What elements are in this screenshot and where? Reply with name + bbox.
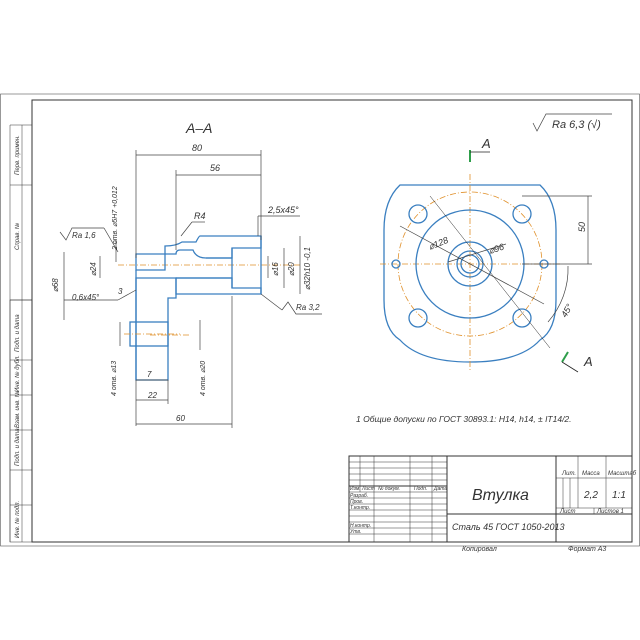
dim-16: ⌀16 [271, 262, 280, 276]
view-label-bottom: А [583, 354, 593, 369]
holes-bottom-20: 4 отв. ⌀20 [200, 361, 207, 396]
side-label-6: Подп. и дата [15, 428, 21, 466]
tolerance-note: 1 Общие допуски по ГОСТ 30893.1: Н14, h1… [356, 414, 572, 424]
side-label-4: Инв. № дубл. [14, 355, 21, 392]
section-view: 80 56 R4 2,5х45° Ra 1,6 ⌀68 ⌀24 2 отв. ⌀… [51, 143, 322, 428]
tb-role-6: Утв. [350, 529, 361, 535]
tb-scale-value: 1:1 [612, 490, 626, 501]
tb-mass-value: 2,2 [583, 490, 598, 501]
dim-68: ⌀68 [51, 278, 60, 292]
roughness-1-6: Ra 1,6 [72, 231, 96, 240]
front-view: ⌀128 ⌀96 50 45° А А [380, 136, 593, 373]
part-material: Сталь 45 ГОСТ 1050-2013 [452, 522, 564, 532]
side-strip [9, 299, 33, 543]
dim-56: 56 [210, 163, 220, 173]
section-title: А–А [185, 120, 212, 136]
tb-lit: Лит. [561, 471, 576, 477]
holes-top-note: 2 отв. ⌀5Н7 +0,012 [112, 186, 119, 251]
dim-chamfer-top: 2,5х45° [267, 205, 299, 215]
dim-7: 7 [147, 370, 152, 379]
dim-50: 50 [577, 222, 587, 232]
dim-20: ⌀20 [287, 262, 296, 276]
dim-45: 45° [559, 302, 575, 319]
tb-col-doc: № докум. [378, 486, 400, 492]
tb-mass-head: Масса [582, 471, 600, 477]
dim-r4: R4 [194, 211, 206, 221]
tb-sheets: Листов 1 [596, 509, 624, 515]
roughness-general: Ra 6,3 (√) [552, 119, 601, 131]
tb-col-list: Лист [361, 486, 375, 492]
roughness-symbol [532, 113, 612, 132]
sheet-outer-border [0, 93, 640, 547]
dim-60: 60 [176, 414, 185, 423]
side-label-2: Справ. № [14, 222, 21, 250]
dim-80: 80 [192, 143, 202, 153]
dim-128: ⌀128 [427, 235, 450, 252]
tb-copied: Копировал [462, 546, 497, 553]
dim-3: 3 [118, 287, 123, 296]
side-label-1: Перв. примен. [15, 135, 21, 175]
tb-sheet: Лист [559, 509, 575, 515]
side-label-7: Инв. № подл. [14, 501, 21, 538]
tb-role-3: Т.контр. [350, 505, 370, 511]
tb-col-sign: Подп. [414, 486, 427, 492]
part-name: Втулка [472, 487, 529, 504]
dim-32: ⌀32h10 -0,1 [303, 247, 312, 290]
title-block: Изм. Лист № докум. Подп. Дата Разраб. Пр… [348, 455, 637, 553]
holes-bottom-13: 4 отв. ⌀13 [111, 361, 118, 396]
tb-scale-head: Масштаб [608, 471, 637, 477]
dim-96: ⌀96 [488, 242, 506, 256]
view-label-top: А [481, 136, 491, 151]
tb-col-date: Дата [433, 486, 447, 492]
drawing-frame [31, 99, 633, 543]
dim-chamfer-bot: 0,6х45° [72, 293, 100, 302]
tb-format: Формат А3 [568, 546, 606, 553]
side-label-3: Подп. и дата [15, 314, 21, 352]
dim-22: 22 [147, 391, 157, 400]
side-label-5: Взам. инв. № [14, 390, 21, 428]
tb-role-5: Н.контр. [350, 523, 371, 529]
roughness-3-2: Ra 3,2 [296, 303, 320, 312]
tb-col-izm: Изм. [350, 486, 361, 492]
tb-role-1: Разраб. [350, 493, 368, 499]
dim-24: ⌀24 [89, 262, 98, 276]
tb-role-2: Пров. [350, 499, 363, 505]
